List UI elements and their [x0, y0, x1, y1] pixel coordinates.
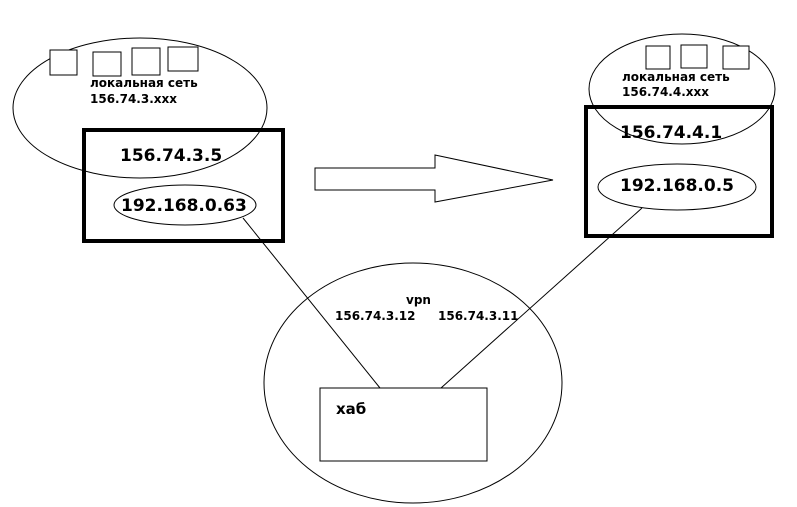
link-right-router-to-hub [440, 207, 643, 389]
right-router-public-ip: 156.74.4.1 [620, 123, 722, 143]
right-vpn-interface [597, 163, 757, 211]
vpn-label: vpn [406, 293, 431, 307]
right-lan-host-3 [722, 45, 750, 70]
left-lan-label: локальная сеть [90, 76, 198, 90]
right-router-vpn-ip: 192.168.0.5 [620, 176, 734, 196]
left-lan-subnet: 156.74.3.xxx [90, 92, 177, 106]
left-lan-host-1 [49, 49, 78, 76]
hub-label: хаб [336, 400, 366, 418]
vpn-cloud [263, 262, 563, 504]
hub-box [319, 387, 488, 462]
arrow-right-icon [314, 154, 554, 203]
left-vpn-interface [113, 184, 257, 226]
link-left-router-to-hub [242, 217, 381, 389]
right-lan-host-1 [645, 45, 671, 70]
left-router-public-ip: 156.74.3.5 [120, 146, 222, 166]
vpn-right-link-ip: 156.74.3.11 [438, 309, 518, 323]
left-lan-cloud [12, 37, 268, 179]
left-lan-host-3 [131, 47, 161, 76]
right-lan-cloud [588, 33, 776, 145]
right-lan-subnet: 156.74.4.xxx [622, 85, 709, 99]
right-router-box [584, 105, 774, 238]
left-router-vpn-ip: 192.168.0.63 [121, 196, 247, 216]
left-router-box [82, 128, 285, 243]
right-lan-host-2 [680, 44, 708, 69]
left-lan-host-4 [167, 46, 199, 72]
vpn-left-link-ip: 156.74.3.12 [335, 309, 415, 323]
right-lan-label: локальная сеть [622, 70, 730, 84]
left-lan-host-2 [92, 51, 122, 77]
